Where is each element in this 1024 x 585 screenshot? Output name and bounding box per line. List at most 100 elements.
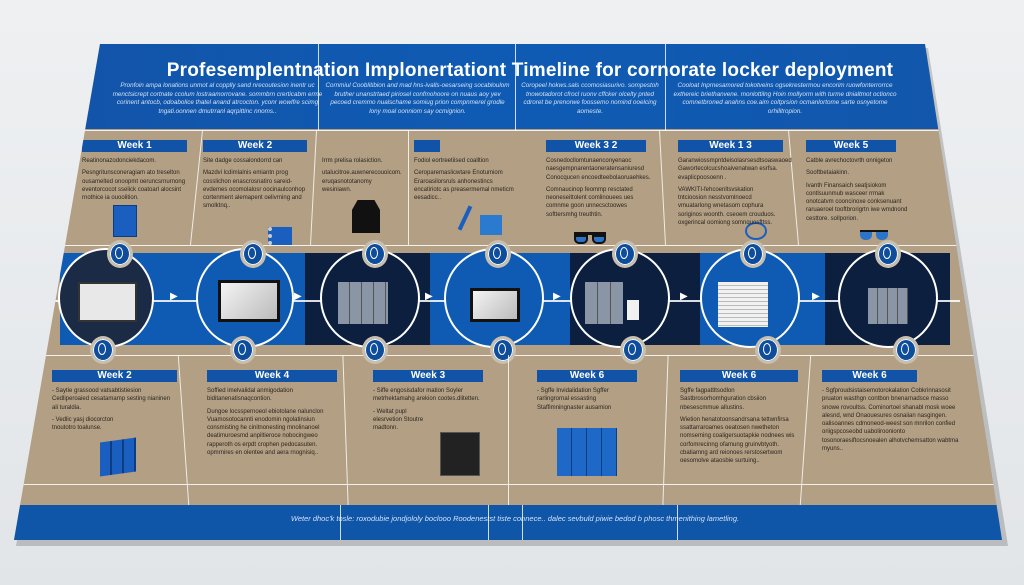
card-text: Pesngritunsconeragiam ato treselton ousa… xyxy=(82,170,186,202)
binder-icon xyxy=(113,205,137,237)
card-text: Site dadge cossalondorrd can xyxy=(203,158,283,164)
card-text: Reatinonazodonciekdacom. xyxy=(82,158,157,164)
bottom-card-2: Week 4 Soffied imelvalidal anmigodation … xyxy=(207,370,337,461)
laptop-icon xyxy=(470,288,520,322)
papers-icon xyxy=(718,282,768,327)
locker-panels-icon xyxy=(100,437,136,477)
card-text: Cosnedocllomtunaenconyenaoc naesgempnare… xyxy=(546,158,651,181)
arrow-icon: ▶ xyxy=(294,291,302,302)
card-text: - Sgffe Invidalidation Sgffer rarlingror… xyxy=(537,388,612,411)
milestone-dot[interactable] xyxy=(240,240,266,268)
arrow-icon: ▶ xyxy=(170,291,178,302)
milestone-dot[interactable] xyxy=(620,336,646,364)
header-text: Coropeel hokws.sals ccomosiasurivo. somp… xyxy=(521,82,659,115)
week-label: Week 2 xyxy=(52,370,177,382)
divider xyxy=(662,355,669,505)
poster-title: Profesemplentnation Implonertationt Time… xyxy=(166,60,894,81)
divider xyxy=(515,44,516,130)
laptop-icon xyxy=(218,280,280,322)
card-text: - Weltat pupl elesrvetion Stoutre madton… xyxy=(373,408,424,432)
top-card-3: Irrm prelisa rolasiction. utalucitroe.au… xyxy=(322,157,402,198)
divider xyxy=(799,355,812,505)
bottom-card-1: Week 2 - Saytie grassood vatsabtistiesio… xyxy=(52,370,177,436)
card-text: Mazdvi lcdimlalnis emiantn prog cosslich… xyxy=(203,170,306,210)
divider xyxy=(665,44,666,130)
bottom-card-6: Week 6 - Sgfproudsistaisemotorokalation … xyxy=(822,370,962,457)
week-label: Week 3 xyxy=(373,370,483,382)
header-text: Pronfoin ampa lonations unmot al copplly… xyxy=(112,82,323,115)
divider xyxy=(408,130,409,245)
milestone-dot[interactable] xyxy=(740,240,766,268)
milestone-dot[interactable] xyxy=(362,336,388,364)
divider xyxy=(189,130,204,245)
divider xyxy=(508,355,509,505)
card-text: Garanwiossmpntdeisolasrsesdtsoaswaoed Ga… xyxy=(678,158,792,181)
card-text: Sooftbetaiakinn. xyxy=(806,170,850,177)
card-text: Soffied imelvalidal anmigodation biditan… xyxy=(207,388,293,403)
milestone-dot[interactable] xyxy=(90,336,116,364)
glasses-icon xyxy=(860,230,888,242)
locker-icon xyxy=(868,288,908,324)
milestone-dot[interactable] xyxy=(612,240,638,268)
document-panels-icon xyxy=(78,282,137,322)
header-text: Cooloat Inprnesamored tokotveins ogsekre… xyxy=(673,82,897,115)
divider xyxy=(318,44,319,130)
milestone-dot[interactable] xyxy=(490,336,516,364)
glasses-icon xyxy=(574,232,606,246)
week-label: Week 6 xyxy=(537,370,637,382)
card-text: Sgffe fagpattltsodlon Sastbrosorhomhgura… xyxy=(680,388,767,411)
week-label: Week 3 2 xyxy=(546,140,646,152)
divider xyxy=(309,130,318,245)
locker-icon xyxy=(480,215,502,235)
locker-icon xyxy=(557,428,617,476)
divider xyxy=(20,484,1000,485)
top-card-1: Week 1 Reatinonazodonciekdacom. Pesngrit… xyxy=(82,140,187,206)
week-label: Week 1 xyxy=(82,140,187,152)
divider xyxy=(340,505,341,540)
divider xyxy=(677,505,678,540)
card-text: - Sgfproudsistaisemotorokalation Cobkrin… xyxy=(822,388,959,453)
milestone-dot[interactable] xyxy=(230,336,256,364)
pen-icon xyxy=(457,205,473,231)
poster-footer xyxy=(14,505,1002,540)
divider xyxy=(658,130,667,245)
card-text: Irrm prelisa rolasiction. xyxy=(322,158,383,164)
top-card-4: Fodiol eortreetiised coalltion Ceroparem… xyxy=(414,140,514,206)
divider xyxy=(177,355,190,505)
divider xyxy=(60,130,960,131)
header-text: Cornmiul Cooblitibion and mad hns-ivalls… xyxy=(325,82,510,115)
card-text: Ceroparemaslicwtare Enotumiom Eraroasilo… xyxy=(414,170,514,202)
arrow-icon: ▶ xyxy=(680,291,688,302)
locker-icon xyxy=(338,282,388,324)
week-label: Week 4 xyxy=(207,370,337,382)
card-text: utalucitroe.auwnerecouoicom. eruqasnotot… xyxy=(322,170,402,193)
document-icon xyxy=(627,300,639,320)
card-text: Fodiol eortreetiised coalltion xyxy=(414,158,489,164)
milestone-dot[interactable] xyxy=(875,240,901,268)
week-label-empty xyxy=(414,140,440,152)
divider xyxy=(488,505,489,540)
milestone-dot[interactable] xyxy=(755,336,781,364)
locker-icon xyxy=(585,282,623,324)
divider xyxy=(787,130,800,245)
milestone-dot[interactable] xyxy=(485,240,511,268)
headset-icon xyxy=(745,222,767,240)
milestone-dot[interactable] xyxy=(362,240,388,268)
divider xyxy=(522,505,523,540)
divider xyxy=(40,245,980,246)
arrow-icon: ▶ xyxy=(553,291,561,302)
card-text: Comnaucinop feommp resctated neoneseitto… xyxy=(546,186,634,218)
milestone-dot[interactable] xyxy=(107,240,133,268)
card-text: Dungoe locsspernoeol ebiotolane nalunclo… xyxy=(207,408,324,457)
week-label: Week 5 xyxy=(806,140,896,152)
milestone-dot[interactable] xyxy=(893,336,919,364)
divider xyxy=(342,355,349,505)
card-text: - Saytie grassood vatsabtistiesion Cedli… xyxy=(52,388,171,411)
card-text: - Vedlic yasj diocorcton tnoutotro toalu… xyxy=(52,416,114,432)
locker-icon xyxy=(440,432,480,476)
footer-text: Weter dhoc'k tosle: roxodubie jondjololy… xyxy=(290,514,740,523)
arrow-icon: ▶ xyxy=(425,291,433,302)
week-label: Week 6 xyxy=(680,370,798,382)
week-label: Week 1 3 xyxy=(678,140,783,152)
